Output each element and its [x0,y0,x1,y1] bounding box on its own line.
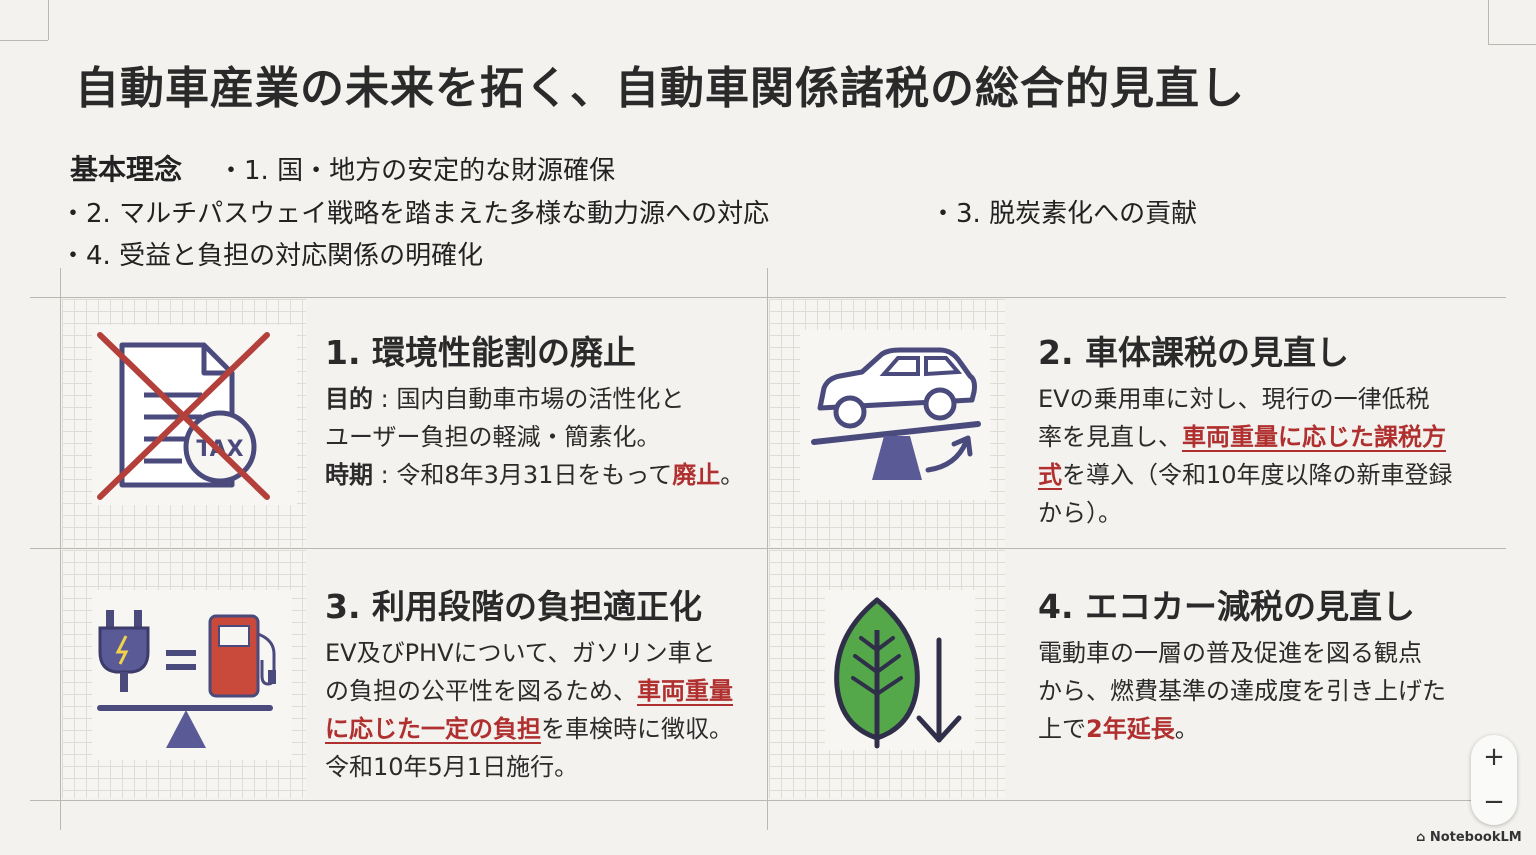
body-text: を車検時に徴収。 [541,715,733,743]
divider [0,40,48,41]
emphasis-text: 車両重量に応じた課税方 [1182,423,1446,451]
principle-item: ・4. 受益と負担の対応関係の明確化 [60,241,484,271]
emphasis-text: に応じた一定の負担 [325,715,541,743]
body-text: 令和10年5月1日施行。 [325,753,579,781]
body-text: から、燃費基準の達成度を引き上げた [1038,677,1446,705]
body-text: 。 [1174,715,1199,743]
divider [30,297,1506,298]
emphasis-text: 式 [1038,461,1062,489]
notebooklm-logo-icon: ⌂ [1416,830,1426,845]
page-title: 自動車産業の未来を拓く、自動車関係諸税の総合的見直し [75,63,1245,114]
divider [60,268,61,830]
principle-item: ・2. マルチパスウェイ戦略を踏まえた多様な動力源への対応 [60,199,770,229]
body-text: を導入（令和10年度以降の新車登録 [1062,461,1453,489]
card-title: 1. 環境性能割の廃止 [325,333,636,372]
emphasis-text: 2年延長 [1086,715,1175,743]
timing-label: 時期 [325,461,373,489]
card-body: EVの乗用車に対し、現行の一律低税 率を見直し、車両重量に応じた課税方 式を導入… [1038,380,1453,532]
card-body: 電動車の一層の普及促進を図る観点 から、燃費基準の達成度を引き上げた 上で2年延… [1038,634,1446,748]
card-title: 3. 利用段階の負担適正化 [325,587,702,626]
body-text: EV及びPHVについて、ガソリン車と [325,639,716,667]
zoom-in-button[interactable]: + [1483,742,1505,772]
brand-watermark: ⌂ NotebookLM [1416,830,1522,845]
emphasis-text: 車両重量 [637,677,733,705]
divider [767,268,768,830]
divider [30,548,1506,549]
body-text: から）。 [1038,499,1122,527]
leaf-with-down-arrow-icon [825,590,975,750]
principle-item: ・1. 国・地方の安定的な財源確保 [218,156,616,186]
body-text: 電動車の一層の普及促進を図る観点 [1038,639,1422,667]
body-text: : 国内自動車市場の活性化と [373,385,685,413]
card-title: 2. 車体課税の見直し [1038,333,1349,372]
principle-item: ・3. 脱炭素化への貢献 [930,199,1198,229]
zoom-out-button[interactable]: − [1483,787,1505,817]
body-text: 。 [720,461,745,489]
body-text: 上で [1038,715,1086,743]
body-text: EVの乗用車に対し、現行の一律低税 [1038,385,1430,413]
divider [1488,44,1536,45]
plug-equals-fuel-pump-icon [92,590,292,760]
principles-heading: 基本理念 [70,153,183,186]
car-on-seesaw-icon [800,330,990,500]
card-title: 4. エコカー減税の見直し [1038,587,1415,626]
purpose-label: 目的 [325,385,373,413]
divider [48,0,49,40]
emphasis-text: 廃止 [672,461,721,489]
card-body: 目的 : 国内自動車市場の活性化と ユーザー負担の軽減・簡素化。 時期 : 令和… [325,380,744,494]
body-text: : 令和8年3月31日をもって [373,461,673,489]
zoom-control: + − [1471,735,1517,825]
card-body: EV及びPHVについて、ガソリン車と の負担の公平性を図るため、車両重量 に応じ… [325,634,733,786]
divider [1488,0,1489,44]
divider [30,800,1506,801]
crossed-out-tax-document-icon: TAX [92,325,297,505]
brand-label: NotebookLM [1429,830,1522,845]
body-text: ユーザー負担の軽減・簡素化。 [325,423,661,451]
body-text: の負担の公平性を図るため、 [325,677,637,705]
body-text: 率を見直し、 [1038,423,1182,451]
